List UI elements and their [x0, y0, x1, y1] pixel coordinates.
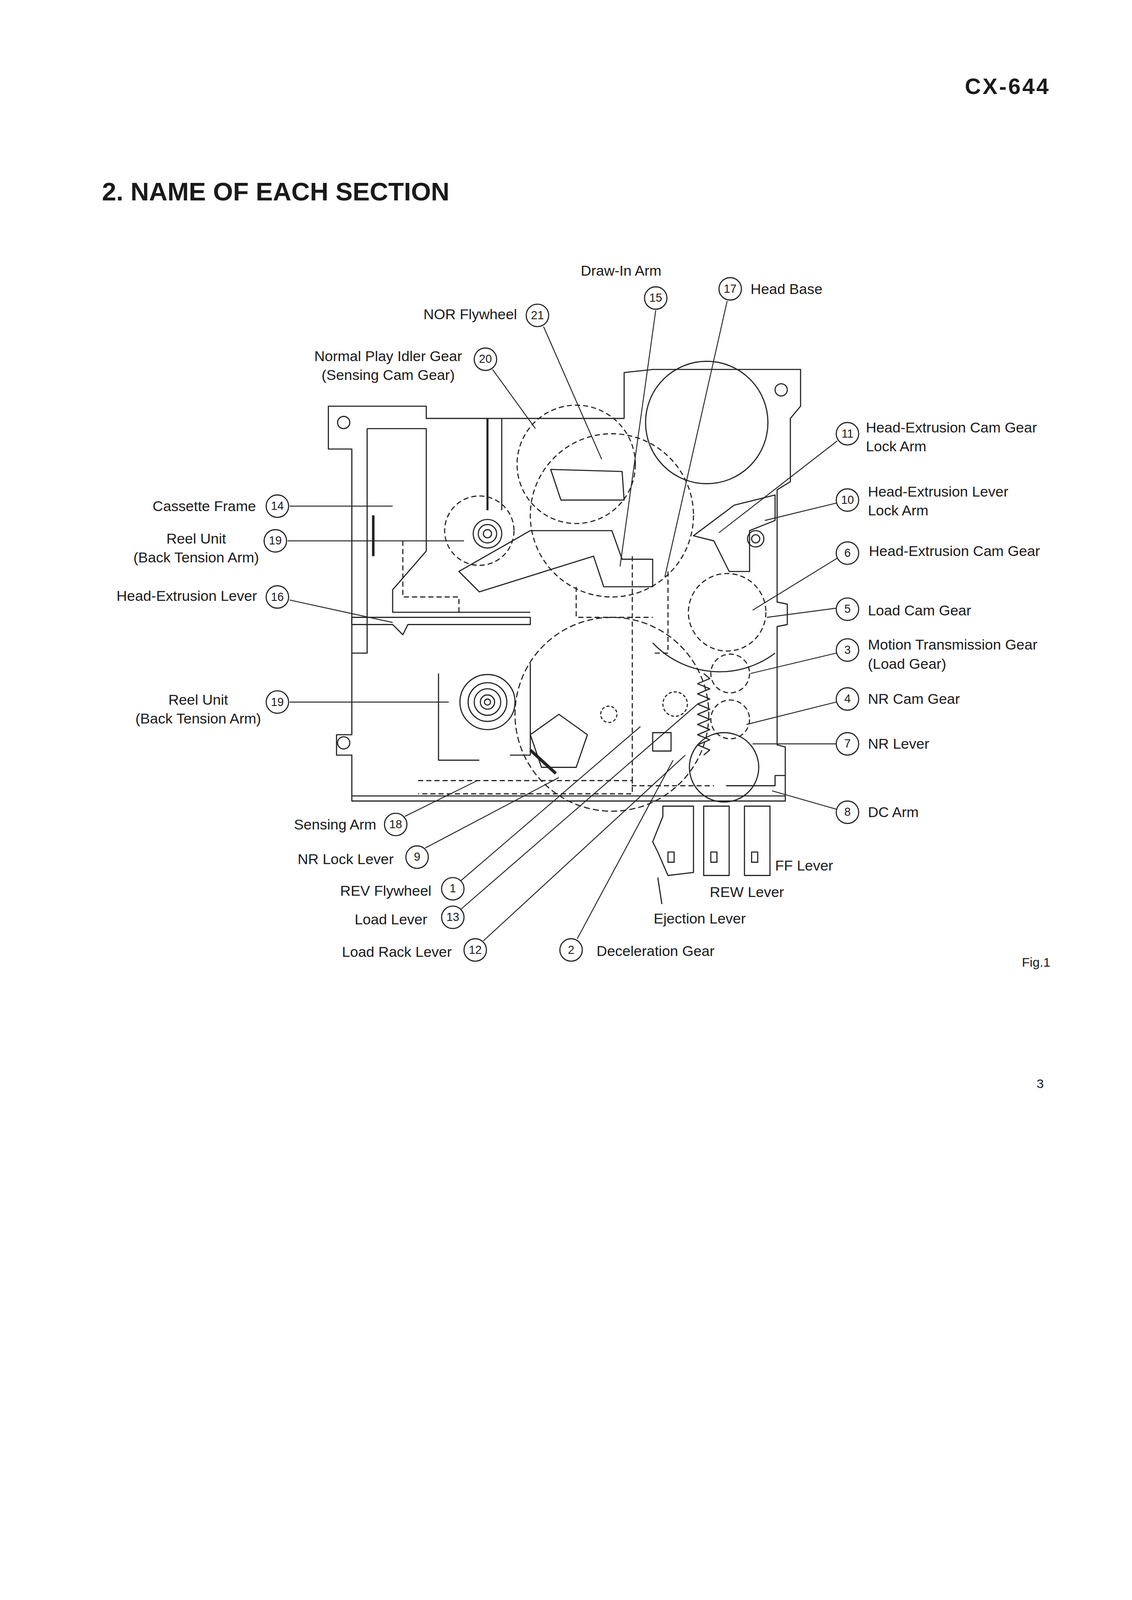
callout-circle — [405, 845, 429, 869]
leader-line — [765, 502, 837, 521]
callout-number: 19 — [270, 695, 284, 708]
leader-line — [665, 301, 728, 577]
leader-line — [425, 777, 560, 848]
callout-circle — [836, 800, 860, 824]
callout-number: 14 — [270, 500, 284, 512]
callout-circle — [836, 687, 860, 710]
callout-number: 10 — [841, 493, 854, 506]
callout-number: 18 — [389, 818, 402, 830]
callout-circle — [836, 732, 860, 755]
callout-number: 19 — [269, 534, 282, 547]
leader-line — [460, 703, 698, 910]
part-name: Load Rack Lever — [342, 941, 452, 961]
callout-number: 2 — [567, 943, 575, 956]
callout-circle — [266, 585, 289, 609]
leader-line — [620, 310, 657, 566]
part-name: Ejection Lever — [653, 908, 746, 928]
part-name: Load Lever — [354, 909, 428, 929]
callout-number: 1 — [449, 882, 456, 895]
leader-line — [492, 369, 536, 429]
part-name: Motion Transmission Gear (Load Gear) — [868, 634, 1038, 673]
leader-line — [404, 780, 478, 817]
part-name: Sensing Arm — [293, 814, 377, 834]
leader-line — [766, 607, 836, 617]
callout-number: 15 — [649, 292, 663, 304]
leader-line — [752, 557, 838, 610]
leader-line — [543, 326, 602, 459]
callout-circle — [463, 938, 487, 962]
part-name: Head-Extrusion Cam Gear Lock Arm — [865, 417, 1038, 456]
callout-circle — [836, 541, 860, 565]
callout-number: 6 — [844, 546, 851, 559]
callout-circle — [384, 812, 408, 836]
part-name: Normal Play Idler Gear (Sensing Cam Gear… — [314, 346, 463, 384]
callout-number: 12 — [468, 943, 482, 956]
callout-circle — [836, 422, 860, 446]
part-name: 3 — [1036, 1074, 1045, 1092]
callout-circle — [560, 938, 583, 962]
callout-circle — [836, 597, 860, 621]
callout-number: 5 — [844, 603, 851, 615]
part-name: NR Lock Lever — [297, 849, 394, 869]
callout-number: 20 — [478, 353, 492, 365]
callout-circle — [263, 529, 287, 552]
leader-line — [752, 743, 837, 745]
callout-circle — [441, 876, 465, 900]
callout-circle — [474, 347, 497, 371]
callout-number: 21 — [530, 309, 544, 321]
callout-circle — [526, 304, 549, 327]
callout-circle — [836, 488, 860, 512]
callout-number: 9 — [413, 850, 421, 863]
part-name: Head Base — [750, 279, 823, 299]
part-name: REW Lever — [709, 881, 785, 901]
part-name: NR Cam Gear — [868, 689, 960, 708]
leader-line — [746, 701, 837, 725]
callout-number: 11 — [841, 427, 854, 440]
part-name: Draw-In Arm — [580, 261, 662, 280]
callout-circle — [718, 277, 742, 301]
callout-number: 13 — [446, 911, 460, 923]
callout-number: 4 — [844, 692, 851, 705]
leader-line — [718, 440, 838, 533]
figure-caption: Fig.1 — [1021, 953, 1051, 971]
leader-line — [287, 540, 464, 542]
callout-circle — [644, 286, 668, 310]
callout-circle — [441, 905, 465, 929]
leader-line — [460, 726, 641, 880]
callout-number: 17 — [723, 282, 737, 295]
part-name: Reel Unit (Back Tension Arm) — [135, 689, 262, 728]
callout-number: 8 — [844, 806, 851, 818]
leader-line — [289, 599, 393, 623]
part-name: DC Arm — [868, 802, 919, 822]
callout-number: 7 — [844, 737, 851, 750]
part-name: FF Lever — [774, 855, 833, 874]
callout-number: 16 — [270, 590, 284, 603]
leader-line — [289, 505, 393, 507]
leader-line — [750, 652, 837, 674]
part-name: NR Lever — [868, 733, 930, 753]
leader-line — [771, 790, 836, 810]
part-name: REV Flywheel — [340, 880, 432, 900]
part-name: Head-Extrusion Cam Gear — [868, 541, 1041, 561]
leader-line — [289, 701, 449, 703]
section-title: 2. NAME OF EACH SECTION — [102, 175, 450, 209]
part-name: Cassette Frame — [152, 496, 256, 516]
callout-circle — [836, 638, 860, 662]
callout-number: 3 — [844, 643, 851, 656]
part-name: CX-644 — [964, 72, 1051, 102]
part-name: NOR Flywheel — [423, 304, 517, 324]
part-name: Load Cam Gear — [868, 600, 972, 620]
callout-circle — [266, 494, 289, 518]
callout-circle — [266, 690, 289, 714]
part-name: Head-Extrusion Lever Lock Arm — [868, 481, 1009, 520]
part-name: Reel Unit (Back Tension Arm) — [133, 528, 259, 567]
part-name: Deceleration Gear — [596, 941, 715, 960]
part-name: Head-Extrusion Lever — [116, 586, 258, 605]
